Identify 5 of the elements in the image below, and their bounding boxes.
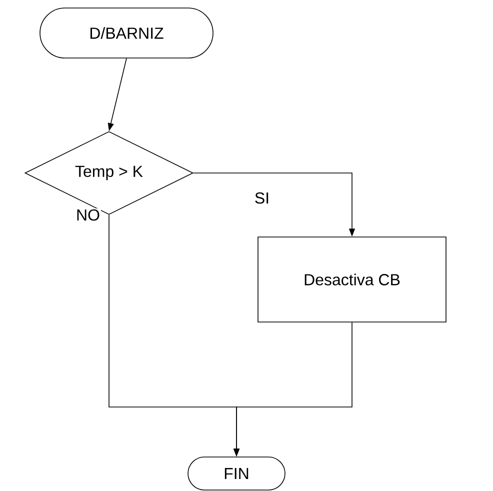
terminal-box: FIN xyxy=(188,456,286,490)
process-box: Desactiva CB xyxy=(258,236,446,322)
terminal-box: D/BARNIZ xyxy=(40,8,214,58)
edge-label: SI xyxy=(253,191,271,205)
edge-label: NO xyxy=(75,208,101,222)
